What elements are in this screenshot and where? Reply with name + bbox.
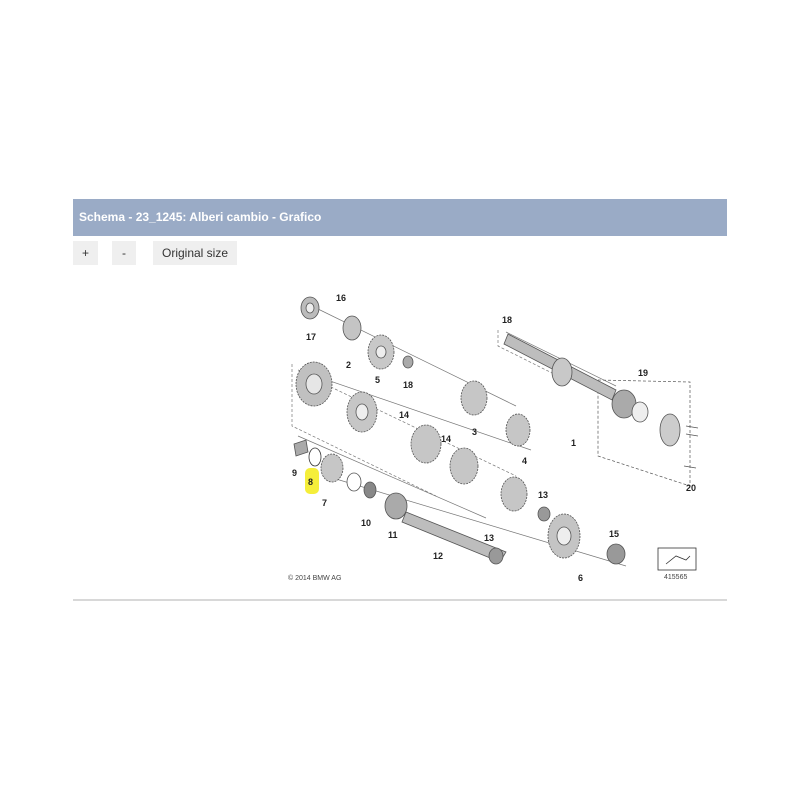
parts-diagram-drawing: 16 17 2 18 5 18 1 19 14 3 14 4 9 8 7 10 … xyxy=(288,293,699,583)
part-label[interactable]: 18 xyxy=(502,315,512,325)
divider xyxy=(73,599,727,601)
part-label[interactable]: 13 xyxy=(538,490,548,500)
part-label[interactable]: 12 xyxy=(433,551,443,561)
part-label[interactable]: 11 xyxy=(388,530,398,540)
parts-diagram[interactable]: 16 17 2 18 5 18 1 19 14 3 14 4 9 8 7 10 … xyxy=(286,286,716,586)
part-label[interactable]: 18 xyxy=(403,380,413,390)
copyright-text: © 2014 BMW AG xyxy=(288,574,341,582)
image-number: 415565 xyxy=(664,574,687,581)
part-label[interactable]: 2 xyxy=(346,360,351,370)
original-size-button[interactable]: Original size xyxy=(153,241,237,265)
part-label[interactable]: 6 xyxy=(578,573,583,583)
part-label[interactable]: 8 xyxy=(308,477,313,487)
zoom-in-button[interactable]: + xyxy=(73,241,98,265)
part-label[interactable]: 7 xyxy=(322,498,327,508)
part-label[interactable]: 15 xyxy=(609,529,619,539)
zoom-out-button[interactable]: - xyxy=(112,241,136,265)
part-label[interactable]: 20 xyxy=(686,483,696,493)
part-label[interactable]: 5 xyxy=(375,375,380,385)
part-8-highlight xyxy=(305,468,319,494)
part-label[interactable]: 16 xyxy=(336,293,346,303)
part-label[interactable]: 13 xyxy=(484,533,494,543)
page-header-bar: Schema - 23_1245: Alberi cambio - Grafic… xyxy=(73,199,727,236)
page-title: Schema - 23_1245: Alberi cambio - Grafic… xyxy=(79,210,322,224)
part-label[interactable]: 19 xyxy=(638,368,648,378)
part-label[interactable]: 1 xyxy=(571,438,576,448)
part-label[interactable]: 17 xyxy=(306,332,316,342)
part-label[interactable]: 14 xyxy=(399,410,409,420)
part-label[interactable]: 10 xyxy=(361,518,371,528)
part-label[interactable]: 14 xyxy=(441,434,451,444)
part-label[interactable]: 9 xyxy=(292,468,297,478)
part-label[interactable]: 3 xyxy=(472,427,477,437)
part-label[interactable]: 4 xyxy=(522,456,527,466)
